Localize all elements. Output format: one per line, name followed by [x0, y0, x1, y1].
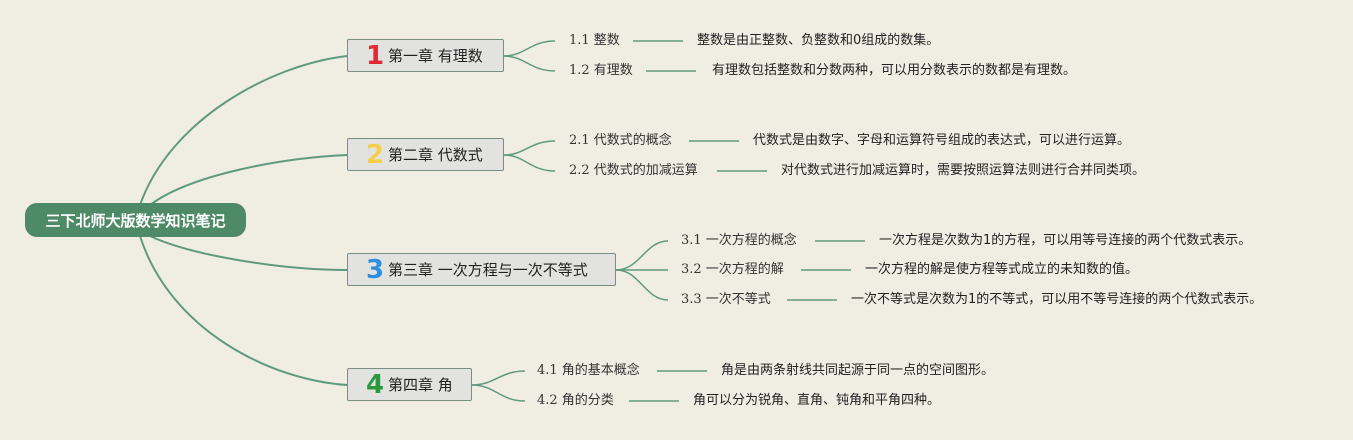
- topic-description-4-1[interactable]: 角是由两条射线共同起源于同一点的空间图形。: [721, 363, 995, 378]
- topic-label-1-1[interactable]: 1.1 整数: [569, 33, 620, 48]
- chapter-node-3[interactable]: 3 第三章 一次方程与一次不等式: [347, 253, 616, 286]
- topic-description-2-1[interactable]: 代数式是由数字、字母和运算符号组成的表达式，可以进行运算。: [753, 133, 1131, 148]
- chapter-node-2[interactable]: 2 第二章 代数式: [347, 138, 504, 171]
- topic-label-3-1[interactable]: 3.1 一次方程的概念: [681, 233, 797, 248]
- chapter-title-2: 第二章 代数式: [388, 146, 483, 164]
- topic-description-3-2[interactable]: 一次方程的解是使方程等式成立的未知数的值。: [865, 262, 1139, 277]
- chapter-number-2: 2: [366, 139, 385, 170]
- topic-description-3-1[interactable]: 一次方程是次数为1的方程，可以用等号连接的两个代数式表示。: [879, 233, 1252, 248]
- topic-description-2-2[interactable]: 对代数式进行加减运算时，需要按照运算法则进行合并同类项。: [781, 163, 1146, 178]
- topic-label-4-1[interactable]: 4.1 角的基本概念: [537, 363, 640, 378]
- root-node[interactable]: 三下北师大版数学知识笔记: [25, 203, 246, 237]
- chapter-title-4: 第四章 角: [388, 376, 453, 394]
- topic-label-3-3[interactable]: 3.3 一次不等式: [681, 292, 771, 307]
- chapter-number-4: 4: [366, 369, 385, 400]
- chapter-title-3: 第三章 一次方程与一次不等式: [388, 261, 588, 279]
- topic-label-3-2[interactable]: 3.2 一次方程的解: [681, 262, 784, 277]
- chapter-node-1[interactable]: 1 第一章 有理数: [347, 39, 504, 72]
- topic-label-4-2[interactable]: 4.2 角的分类: [537, 393, 614, 408]
- topic-label-1-2[interactable]: 1.2 有理数: [569, 63, 633, 78]
- chapter-number-1: 1: [366, 40, 385, 71]
- chapter-node-4[interactable]: 4 第四章 角: [347, 368, 472, 401]
- topic-description-1-1[interactable]: 整数是由正整数、负整数和0组成的数集。: [697, 33, 940, 48]
- chapter-title-1: 第一章 有理数: [388, 47, 483, 65]
- topic-description-3-3[interactable]: 一次不等式是次数为1的不等式，可以用不等号连接的两个代数式表示。: [851, 292, 1263, 307]
- topic-label-2-1[interactable]: 2.1 代数式的概念: [569, 133, 672, 148]
- topic-label-2-2[interactable]: 2.2 代数式的加减运算: [569, 163, 698, 178]
- root-title: 三下北师大版数学知识笔记: [45, 211, 226, 230]
- topic-description-1-2[interactable]: 有理数包括整数和分数两种，可以用分数表示的数都是有理数。: [712, 63, 1077, 78]
- topic-description-4-2[interactable]: 角可以分为锐角、直角、钝角和平角四种。: [693, 393, 941, 408]
- chapter-number-3: 3: [366, 254, 385, 285]
